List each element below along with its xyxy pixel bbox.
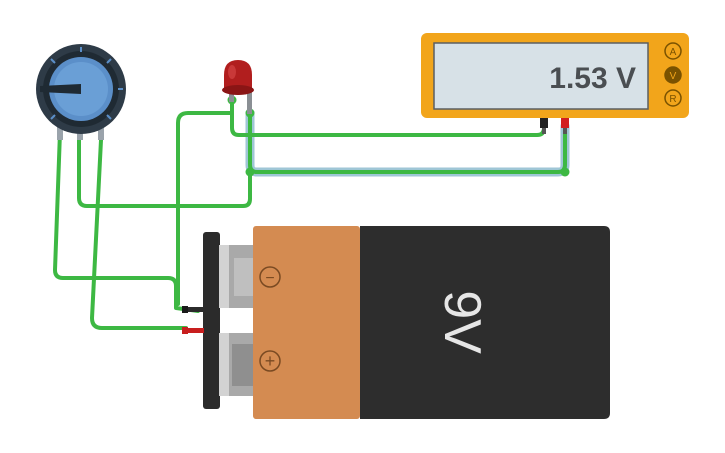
wire-led-to-battery[interactable] [176, 111, 234, 306]
junction-dot [245, 167, 255, 177]
battery-label: 9V [433, 290, 491, 354]
mode-button-r[interactable]: R [664, 89, 682, 107]
svg-text:−: − [265, 270, 274, 287]
positive-symbol [259, 350, 281, 372]
wire-pot-to-battery-negative[interactable] [53, 130, 200, 313]
multimeter-icon[interactable]: 1.53 V A V R [421, 33, 689, 134]
svg-text:R: R [669, 94, 676, 105]
pot-ticks [50, 47, 123, 120]
battery-9v-icon[interactable]: − + 9V [182, 226, 610, 419]
led-icon[interactable] [222, 60, 254, 114]
mode-button-v[interactable]: V [664, 66, 682, 84]
wire-pot-wiper-to-led[interactable] [77, 134, 252, 208]
led-highlight [228, 65, 236, 79]
led-leg [229, 88, 234, 102]
multimeter-screen [433, 42, 649, 110]
battery-clip [203, 232, 220, 409]
mode-button-a[interactable]: A [664, 42, 682, 60]
negative-symbol [259, 266, 281, 288]
svg-text:+: + [265, 351, 276, 371]
wire-selection-outline [245, 108, 570, 177]
pot-leg [57, 118, 63, 140]
potentiometer-icon[interactable] [36, 44, 126, 140]
battery-body [360, 226, 610, 419]
svg-text:V: V [670, 71, 677, 82]
wire-pot-to-battery-positive[interactable] [90, 138, 188, 330]
probe-negative[interactable] [540, 118, 548, 128]
wire-led-to-meter-positive[interactable] [248, 111, 567, 174]
junction-dot [560, 167, 570, 177]
led-leg [247, 88, 252, 114]
pot-pointer [40, 84, 81, 94]
battery-wrap [253, 226, 360, 419]
svg-text:A: A [670, 47, 677, 58]
probe-positive[interactable] [561, 118, 569, 128]
multimeter-reading: 1.53 V [549, 62, 636, 95]
